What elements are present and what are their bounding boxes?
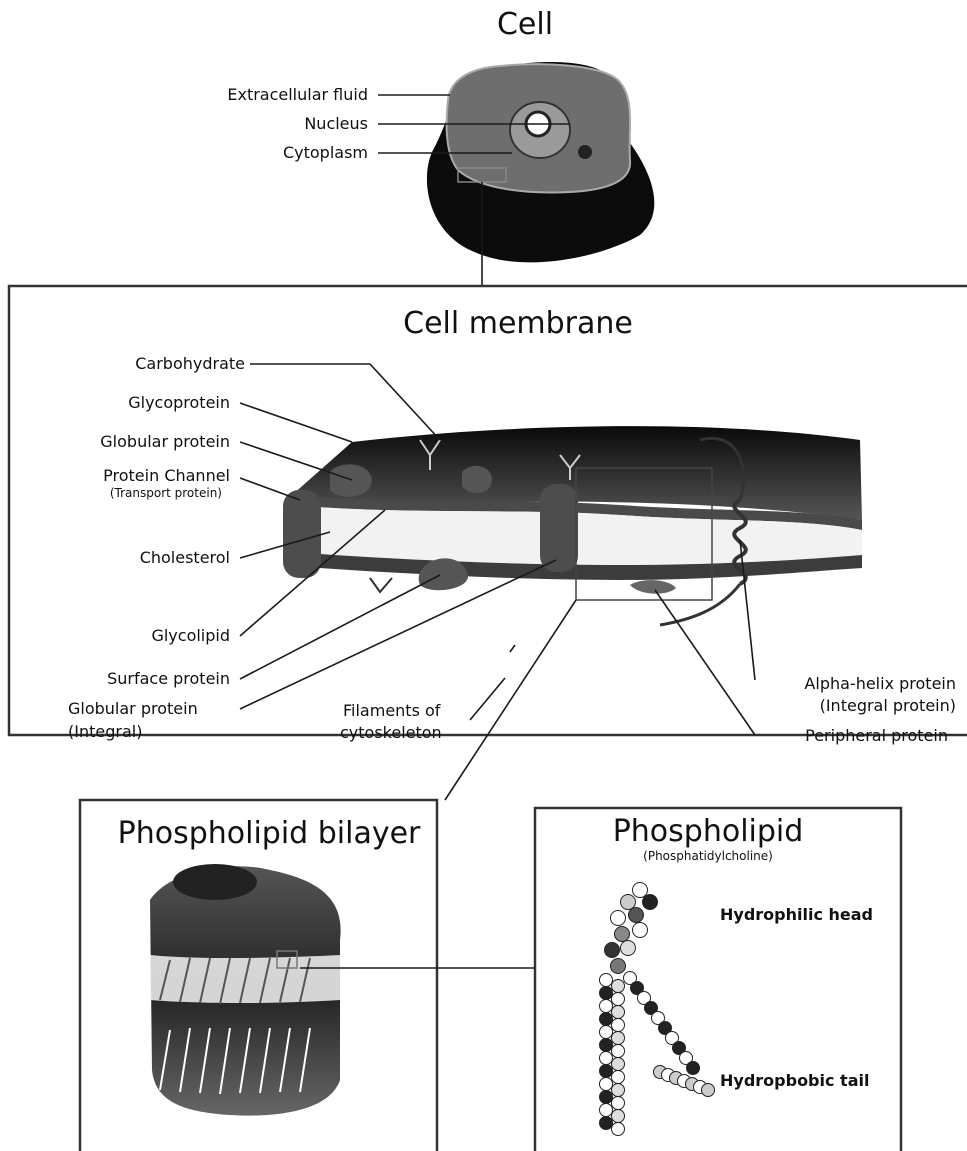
peripheral-protein-shape <box>630 580 676 594</box>
molecule-atom <box>643 895 658 910</box>
label-glycoprotein: Glycoprotein <box>128 393 230 412</box>
label-hydrophilic-head: Hydrophilic head <box>720 905 873 924</box>
label-globular-protein: Globular protein <box>100 432 230 451</box>
molecule-atom <box>633 883 648 898</box>
molecule-atom <box>600 974 613 987</box>
label-peripheral-protein: Peripheral protein <box>805 726 948 745</box>
bilayer-illustration <box>150 864 341 1116</box>
phospholipid-title: Phospholipid <box>613 814 804 849</box>
molecule-atom <box>600 1026 613 1039</box>
molecule-atom <box>612 980 625 993</box>
molecule-atom <box>600 1104 613 1117</box>
molecule-atom <box>605 943 620 958</box>
molecule-atom <box>600 1078 613 1091</box>
molecule-atom <box>612 1084 625 1097</box>
molecule-atom <box>621 895 636 910</box>
molecule-atom <box>612 1032 625 1045</box>
label-carbohydrate: Carbohydrate <box>135 354 245 373</box>
molecule-atom <box>612 1058 625 1071</box>
molecule-atom <box>612 1045 625 1058</box>
molecule-atom <box>687 1062 700 1075</box>
molecule-atom <box>600 1000 613 1013</box>
molecule-atom <box>600 1065 613 1078</box>
molecule-atom <box>629 908 644 923</box>
label-transport-protein: (Transport protein) <box>110 486 222 500</box>
molecule-atom <box>611 959 626 974</box>
molecule-atom <box>612 993 625 1006</box>
cell-title: Cell <box>497 7 553 42</box>
connector-bilayer <box>445 600 576 800</box>
label-hydrophobic-tail: Hydropbobic tail <box>720 1071 869 1090</box>
molecule-atom <box>612 1110 625 1123</box>
molecule-atom <box>600 1052 613 1065</box>
molecule-atom <box>612 1019 625 1032</box>
label-cytoplasm: Cytoplasm <box>283 143 368 162</box>
molecule-atom <box>600 987 613 1000</box>
label-cholesterol: Cholesterol <box>140 548 230 567</box>
molecule-atom <box>600 1039 613 1052</box>
molecule-atom <box>600 1013 613 1026</box>
label-protein-channel: Protein Channel <box>103 466 230 485</box>
molecule-atom <box>600 1117 613 1130</box>
molecule-atom <box>633 923 648 938</box>
label-filaments: Filaments of <box>343 701 441 720</box>
phospholipid-molecule <box>600 883 715 1136</box>
molecule-atom <box>702 1084 715 1097</box>
label-glycolipid: Glycolipid <box>151 626 230 645</box>
molecule-atom <box>611 911 626 926</box>
molecule-atom <box>612 1123 625 1136</box>
protein-channel-shape <box>283 490 321 578</box>
label-surface-protein: Surface protein <box>107 669 230 688</box>
label-cytoskeleton: cytoskeleton <box>340 723 442 742</box>
molecule-atom <box>612 1071 625 1084</box>
molecule-atom <box>612 1006 625 1019</box>
molecule-atom <box>615 927 630 942</box>
molecule-atom <box>600 1091 613 1104</box>
cell-illustration <box>427 62 654 262</box>
label-nucleus: Nucleus <box>304 114 368 133</box>
label-integral-protein: (Integral protein) <box>820 696 956 715</box>
molecule-atom <box>621 941 636 956</box>
label-globular-protein-integral: Globular protein <box>68 699 198 718</box>
label-alpha-helix: Alpha-helix protein <box>804 674 956 693</box>
phospholipid-subtitle: (Phosphatidylcholine) <box>643 849 773 863</box>
membrane-illustration <box>283 426 862 625</box>
bilayer-title: Phospholipid bilayer <box>118 816 421 851</box>
globular-integral-shape <box>540 484 578 572</box>
label-integral: (Integral) <box>68 722 142 741</box>
label-extracellular-fluid: Extracellular fluid <box>227 85 368 104</box>
membrane-title: Cell membrane <box>403 306 633 341</box>
molecule-atom <box>612 1097 625 1110</box>
